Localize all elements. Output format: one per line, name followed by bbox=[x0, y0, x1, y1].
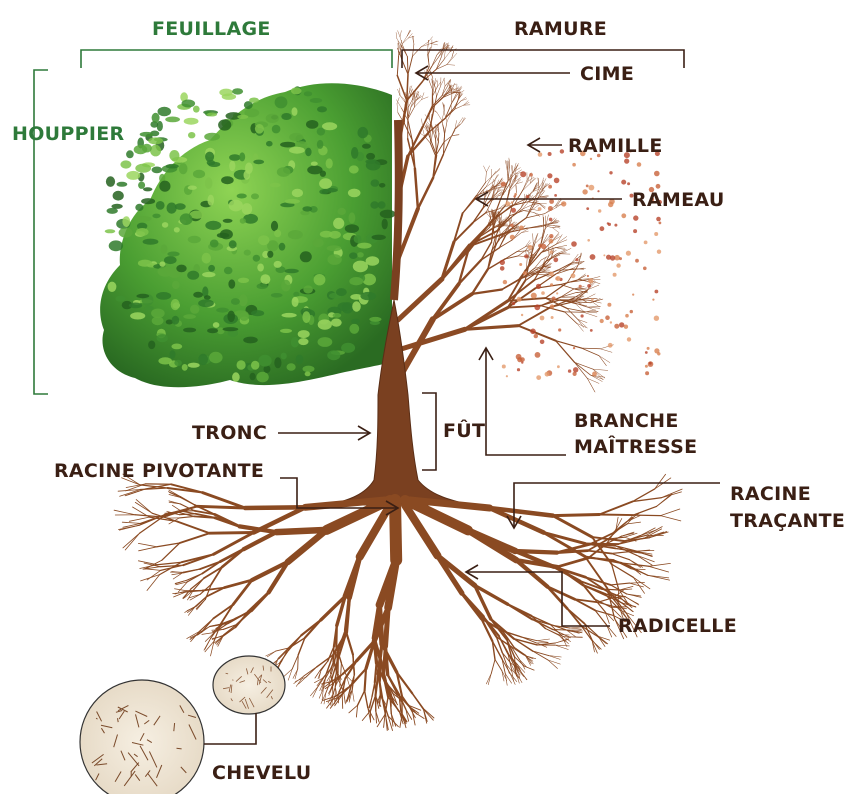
ramure-label: RAMURE bbox=[514, 18, 607, 40]
fut-bracket bbox=[422, 393, 436, 470]
houppier-bracket bbox=[34, 70, 48, 394]
radicelle-label: RADICELLE bbox=[618, 615, 737, 637]
foliage-half bbox=[100, 83, 395, 387]
chevelu-zoom-large bbox=[80, 680, 204, 794]
autumn-leaves bbox=[500, 149, 662, 380]
chevelu-zoom-small bbox=[213, 656, 285, 714]
chevelu-label: CHEVELU bbox=[212, 762, 311, 784]
racine-tracante-label-line2: TRAÇANTE bbox=[730, 510, 845, 532]
fut-label: FÛT bbox=[443, 420, 485, 442]
root-system bbox=[114, 474, 682, 730]
feuillage-label: FEUILLAGE bbox=[152, 18, 271, 40]
feuillage-bracket bbox=[81, 50, 392, 68]
houppier-label: HOUPPIER bbox=[12, 123, 124, 145]
ramille-label: RAMILLE bbox=[568, 135, 663, 157]
tronc-label: TRONC bbox=[192, 422, 267, 444]
racine-pivotante-label: RACINE PIVOTANTE bbox=[54, 460, 264, 482]
rameau-label: RAMEAU bbox=[632, 189, 725, 211]
branche-maitresse-label-line2: MAÎTRESSE bbox=[574, 436, 697, 458]
branche-maitresse-label-line1: BRANCHE bbox=[574, 410, 679, 432]
racine-tracante-label-line1: RACINE bbox=[730, 483, 811, 505]
cime-label: CIME bbox=[580, 63, 634, 85]
